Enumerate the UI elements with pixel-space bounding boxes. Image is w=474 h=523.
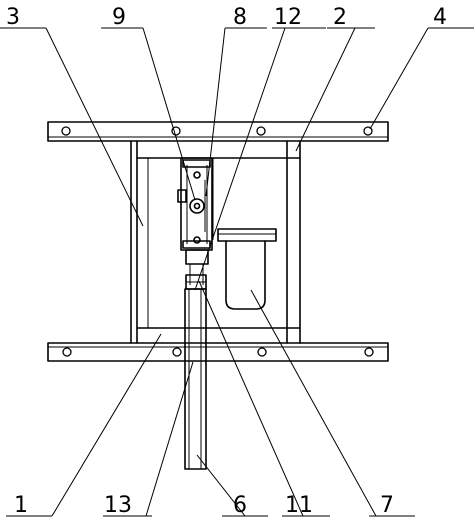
label-6: 6	[233, 493, 247, 518]
label-11: 11	[285, 493, 313, 518]
label-8: 8	[233, 5, 247, 30]
motor	[217, 228, 277, 310]
bottom-mounting-bar	[47, 342, 389, 362]
label-7: 7	[380, 493, 394, 518]
label-12: 12	[274, 5, 302, 30]
label-9: 9	[112, 5, 126, 30]
label-1: 1	[14, 493, 28, 518]
leader-lines	[0, 27, 474, 517]
label-4: 4	[433, 5, 447, 30]
label-13: 13	[104, 493, 132, 518]
label-2: 2	[333, 5, 347, 30]
sprocket-assembly	[177, 157, 213, 251]
frame	[130, 140, 301, 344]
label-3: 3	[6, 5, 20, 30]
top-mounting-bar	[47, 121, 389, 142]
part-labels: 3 9 8 12 2 4 1 13 6 11 7	[6, 5, 447, 518]
